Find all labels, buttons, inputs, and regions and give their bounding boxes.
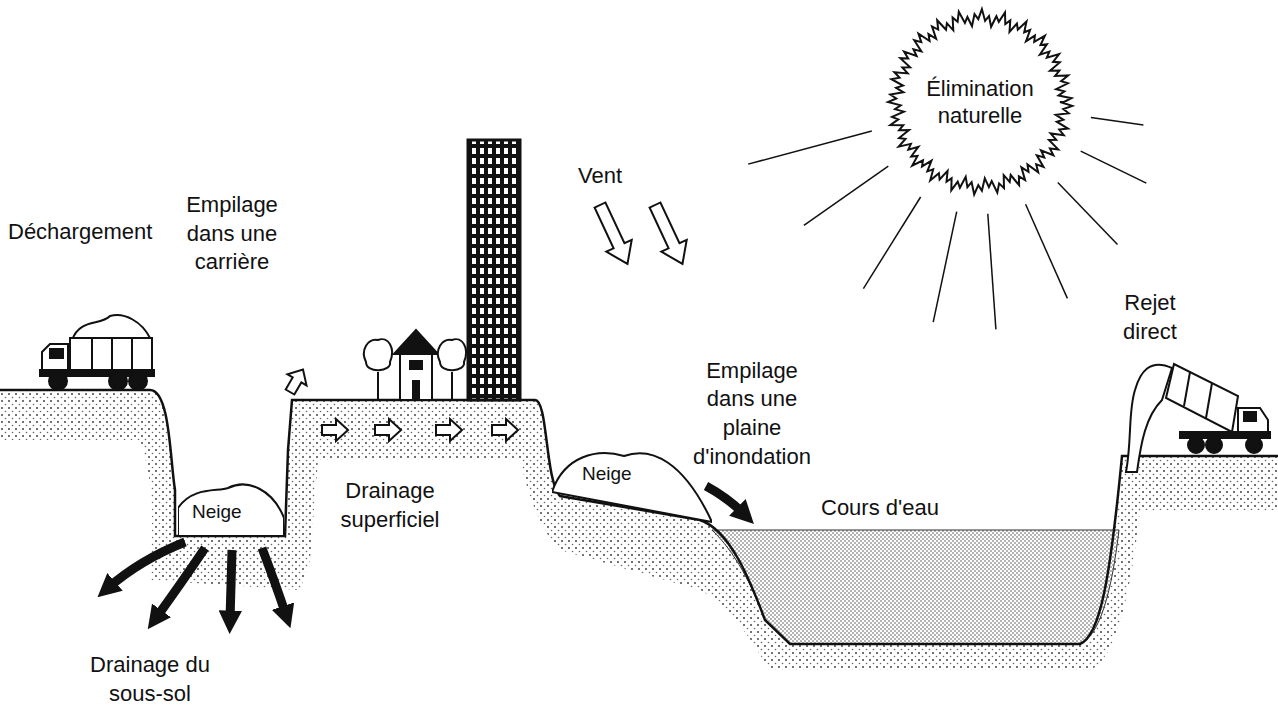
river-label: Cours d'eau	[821, 494, 939, 523]
sun-circle: Élimination naturelle	[885, 4, 1075, 200]
sun-label: Élimination naturelle	[915, 75, 1045, 130]
snow-pile-outline	[552, 446, 712, 526]
dumping-truck	[1126, 364, 1270, 472]
method-label: Rejet direct	[1105, 289, 1195, 346]
ground-band	[0, 390, 1278, 670]
sun-ray	[1058, 183, 1118, 245]
wind-arrows	[587, 199, 695, 270]
dump-truck	[40, 315, 154, 390]
method-label: Empilage dans une carrière	[167, 191, 297, 277]
terrain-profile	[0, 390, 1278, 644]
sun-ray	[933, 212, 957, 323]
snow-label: Neige	[192, 500, 242, 524]
sun-circle-outline	[885, 4, 1075, 200]
process-label: Drainage du sous-sol	[88, 651, 213, 708]
sun-ray	[988, 214, 996, 330]
sun-ray	[748, 131, 872, 164]
snow-label: Neige	[582, 462, 632, 486]
surface-drainage-arrows	[280, 364, 518, 441]
snow-pile: Neige	[178, 478, 284, 536]
sun-ray	[863, 197, 920, 289]
process-label: Drainage superficiel	[325, 477, 455, 534]
tall-building	[468, 140, 520, 400]
sun-ray	[804, 166, 888, 225]
house	[394, 330, 438, 400]
sun-ray	[1081, 151, 1147, 183]
action-label: Déchargement	[8, 218, 152, 247]
snow-pile: Neige	[552, 446, 712, 526]
method-label: Empilage dans une plaine d'inondation	[682, 357, 822, 471]
sun-ray	[1026, 204, 1068, 298]
sun-ray	[1091, 118, 1144, 125]
trees	[364, 339, 466, 400]
runoff-arrow	[706, 486, 744, 514]
wind-label: Vent	[578, 162, 622, 191]
subsurface-drainage-arrows	[108, 542, 286, 620]
